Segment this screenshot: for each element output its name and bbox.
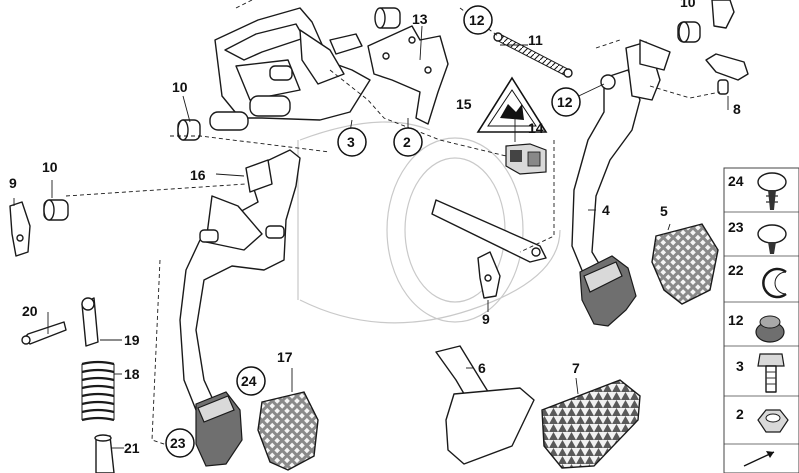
legend-label-3: 3: [736, 358, 744, 374]
label-7: 7: [572, 360, 580, 376]
pedal-pad-17: [257, 391, 319, 471]
clutch-pedal-arm: [179, 149, 301, 467]
label-21: 21: [124, 440, 140, 456]
label-17: 17: [277, 349, 293, 365]
label-13: 13: [412, 11, 428, 27]
bolt-3-icon: [757, 353, 785, 393]
brake-pedal-arm: [571, 39, 671, 327]
label-10-left: 10: [42, 159, 58, 175]
accelerator-pad-7: [541, 379, 641, 469]
legend-label-24: 24: [728, 173, 744, 189]
callout-circles: [165, 5, 581, 458]
pedal-bracket: [209, 7, 371, 131]
legend-label-22: 22: [728, 262, 744, 278]
label-16: 16: [190, 167, 206, 183]
leader-lines: [13, 0, 729, 449]
return-spring: [493, 32, 573, 78]
bushing-12-icon: [755, 315, 785, 343]
label-24: 24: [241, 373, 257, 389]
label-8: 8: [733, 101, 741, 117]
brake-light-switch: [505, 143, 547, 175]
bushings-top: [43, 7, 701, 221]
accelerator-pedal: [435, 345, 535, 465]
arrow-icon: [743, 451, 775, 467]
legend-label-12: 12: [728, 312, 744, 328]
label-19: 19: [124, 332, 140, 348]
legend-label-2: 2: [736, 406, 744, 422]
circlip-22-icon: [762, 267, 787, 299]
label-11: 11: [528, 32, 543, 48]
label-14: 14: [528, 120, 544, 136]
label-2: 2: [403, 134, 411, 150]
label-20: 20: [22, 303, 38, 319]
warning-triangle: [476, 76, 548, 133]
top-clip: [711, 0, 735, 29]
part-labels: 10 13 12 11 10 10 15 14 12 8 3 2 9 10 16…: [9, 0, 741, 456]
pedal-pad-5: [651, 223, 719, 305]
retaining-clip-9-left: [9, 201, 31, 257]
bracket-plate: [367, 25, 449, 125]
label-5: 5: [660, 203, 668, 219]
label-4: 4: [602, 202, 610, 218]
legend-label-23: 23: [728, 219, 744, 235]
nut-2-icon: [757, 409, 789, 433]
label-10-top-right: 10: [680, 0, 696, 10]
parts-legend-panel: [723, 167, 799, 473]
legend-labels: 24 23 22 12 3 2: [728, 173, 744, 422]
label-10-a: 10: [172, 79, 188, 95]
label-9-left: 9: [9, 175, 17, 191]
label-12-top: 12: [469, 12, 485, 28]
label-15: 15: [456, 96, 472, 112]
push-clip-24-icon: [757, 172, 787, 210]
label-23: 23: [170, 435, 186, 451]
retaining-clip-9-center: [477, 251, 501, 299]
retaining-clip-8: [705, 53, 749, 95]
label-12-mid: 12: [557, 94, 573, 110]
label-18: 18: [124, 366, 140, 382]
pedal-hardware: [21, 297, 115, 473]
brake-booster-ghost: [297, 121, 561, 324]
push-clip-23-icon: [757, 224, 787, 254]
pushrod: [431, 199, 547, 263]
label-3: 3: [347, 134, 355, 150]
label-6: 6: [478, 360, 486, 376]
label-9-center: 9: [482, 311, 490, 327]
